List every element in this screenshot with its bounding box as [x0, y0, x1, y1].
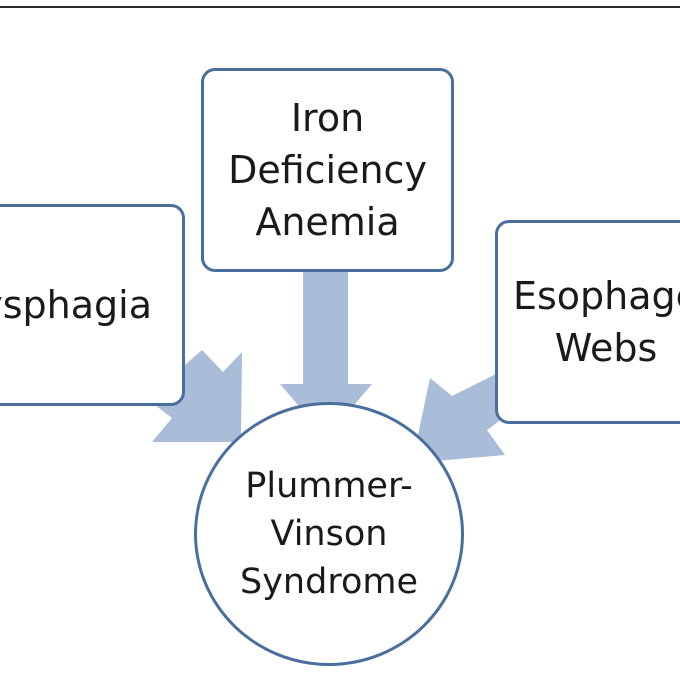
arrow-iron-to-syndrome	[280, 272, 372, 438]
node-esophageal-webs: Esophage Webs	[495, 220, 680, 424]
node-iron-line-2: Deficiency	[228, 148, 427, 192]
node-webs-line-1: Esophage	[513, 274, 680, 318]
node-syndrome-line-3: Syndrome	[240, 562, 418, 602]
node-iron-line-3: Anemia	[255, 200, 400, 244]
node-syndrome-line-2: Vinson	[270, 514, 388, 554]
node-webs-line-2: Webs	[554, 326, 658, 370]
top-border-line	[0, 6, 680, 8]
node-iron-line-1: Iron	[290, 96, 365, 140]
node-dysphagia-line: ysphagia	[0, 283, 152, 327]
node-syndrome-line-1: Plummer-	[245, 466, 413, 506]
arrow-webs-to-syndrome	[412, 373, 522, 463]
arrow-dysphagia-to-syndrome	[146, 350, 242, 442]
node-dysphagia: ysphagia	[0, 204, 185, 406]
node-iron-deficiency-anemia: Iron Deficiency Anemia	[201, 68, 454, 272]
node-plummer-vinson-syndrome: Plummer- Vinson Syndrome	[194, 402, 464, 666]
